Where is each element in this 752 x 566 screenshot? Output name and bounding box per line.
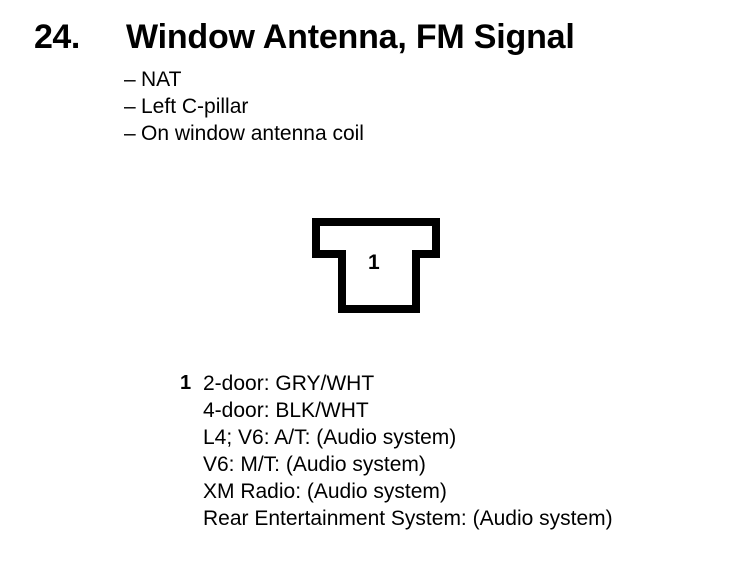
legend-line-2-door: 2-door: GRY/WHT [203,372,375,395]
dash-icon: – [124,122,136,145]
legend-row: 1 2-door: GRY/WHT 4-door: BLK/WHT L4; V6… [180,370,740,532]
note-item-label: Left C-pillar [141,95,249,118]
note-item-nat: – NAT [124,66,624,93]
legend-block: 1 2-door: GRY/WHT 4-door: BLK/WHT L4; V6… [180,370,740,532]
connector-outline-icon [312,218,440,313]
note-item-detail: – On window antenna coil [124,120,624,147]
legend-line-v6-mt: V6: M/T: (Audio system) [203,453,426,476]
legend-lines: 2-door: GRY/WHT 4-door: BLK/WHT L4; V6: … [203,370,740,532]
legend-line-rear-entertainment: Rear Entertainment System: (Audio system… [203,507,613,530]
section-number: 24. [34,18,80,56]
page-title: Window Antenna, FM Signal [126,18,575,56]
legend-line-xm-radio: XM Radio: (Audio system) [203,480,447,503]
dash-icon: – [124,68,136,91]
note-item-label: On window antenna coil [141,122,364,145]
notes-list: – NAT – Left C-pillar – On window antenn… [124,66,624,147]
connector-cavity-number: 1 [368,251,380,274]
legend-line-l4-v6-at: L4; V6: A/T: (Audio system) [203,426,457,449]
note-item-location: – Left C-pillar [124,93,624,120]
note-item-label: NAT [141,68,182,91]
connector-figure: 1 [305,212,445,316]
legend-line-4-door: 4-door: BLK/WHT [203,399,369,422]
legend-cavity-marker: 1 [180,372,192,394]
dash-icon: – [124,95,136,118]
